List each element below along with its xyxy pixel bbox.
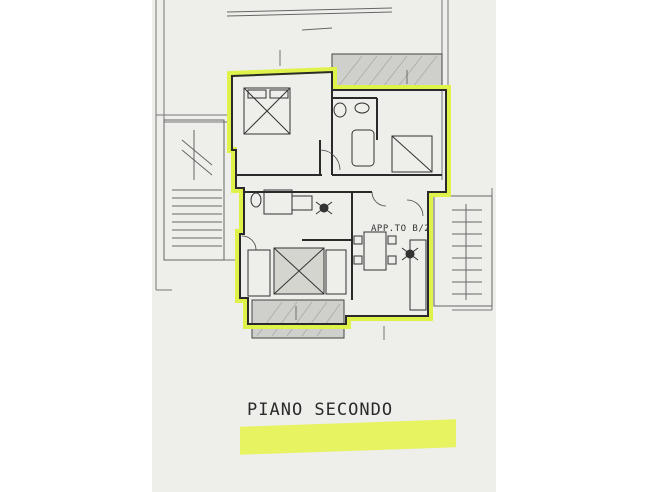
- kitchen-counter: [409, 239, 427, 311]
- dimension-marks: [279, 50, 408, 340]
- right-stair: [433, 195, 493, 307]
- dining-table: [353, 231, 397, 271]
- door-swings: [241, 149, 424, 251]
- apartment-walls: [231, 70, 447, 325]
- apartment-perimeter-highlight: [227, 66, 451, 329]
- bed: [243, 87, 291, 135]
- balcony-hatch: [256, 55, 438, 337]
- apartment-label: APP.TO B/2: [371, 224, 431, 234]
- left-stair: [163, 119, 225, 261]
- plants: [315, 201, 419, 261]
- floor-plan-drawing: [155, 0, 493, 340]
- living-area: [247, 247, 347, 297]
- second-bed: [391, 135, 433, 173]
- bathroom-fixtures: [250, 102, 375, 215]
- top-hatch: [226, 7, 393, 31]
- balconies: [251, 53, 443, 339]
- floor-plan-sheet: APP.TO B/2 PIANO SECONDO: [152, 0, 496, 492]
- floor-title: PIANO SECONDO: [247, 400, 394, 420]
